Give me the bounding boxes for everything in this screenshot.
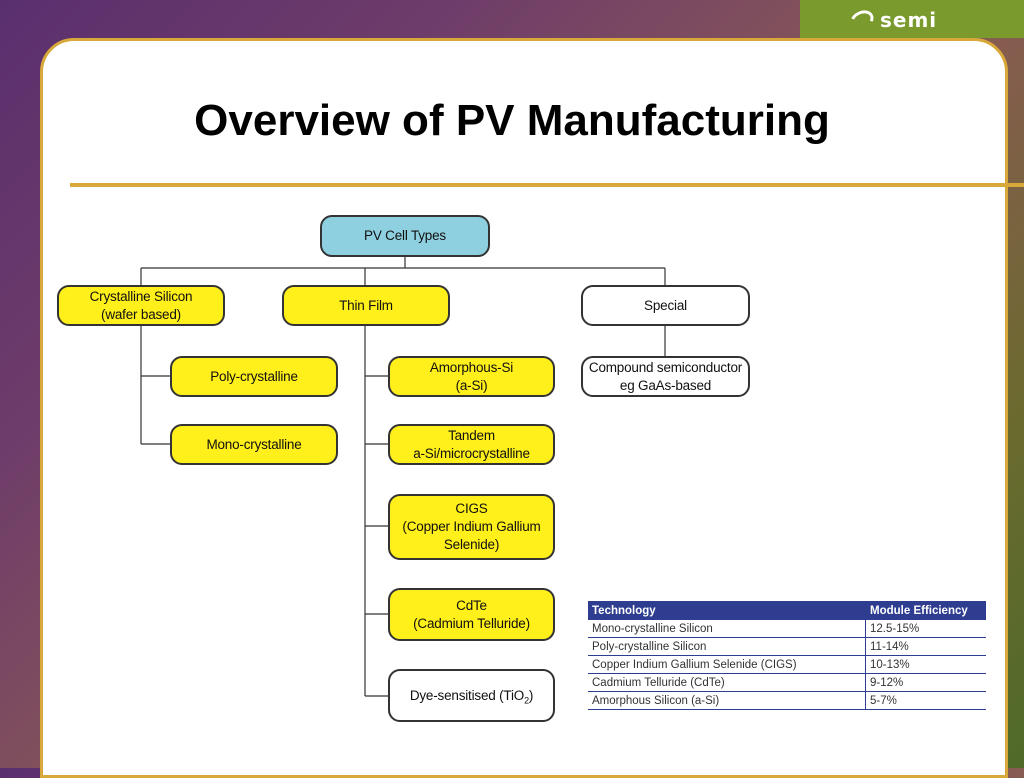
dye-label: Dye-sensitised (TiO2)	[409, 687, 534, 706]
semi-logo: semi	[847, 6, 938, 34]
node-crystalline-silicon: Crystalline Silicon (wafer based)	[57, 285, 225, 326]
node-cdte: CdTe (Cadmium Telluride)	[388, 588, 555, 641]
title-divider	[70, 183, 1024, 187]
cell-technology: Mono-crystalline Silicon	[588, 620, 866, 638]
cell-efficiency: 9-12%	[865, 673, 986, 692]
cell-efficiency: 10-13%	[865, 655, 986, 674]
logo-text: semi	[880, 8, 938, 32]
table-row: Poly-crystalline Silicon 11-14%	[588, 637, 986, 656]
node-thin-film: Thin Film	[282, 285, 450, 326]
logo-bar	[800, 0, 1024, 38]
cell-technology: Poly-crystalline Silicon	[588, 637, 866, 656]
node-poly-crystalline: Poly-crystalline	[170, 356, 338, 397]
cell-technology: Copper Indium Gallium Selenide (CIGS)	[588, 655, 866, 674]
table-row: Copper Indium Gallium Selenide (CIGS) 10…	[588, 655, 986, 674]
header-technology: Technology	[588, 601, 866, 620]
node-compound-semiconductor: Compound semiconductor eg GaAs-based	[581, 356, 750, 397]
node-dye-sensitised: Dye-sensitised (TiO2)	[388, 669, 555, 722]
cell-efficiency: 12.5-15%	[865, 620, 986, 638]
node-pv-cell-types: PV Cell Types	[320, 215, 490, 257]
node-amorphous-si: Amorphous-Si (a-Si)	[388, 356, 555, 397]
cell-efficiency: 5-7%	[865, 691, 986, 710]
dye-label-subscript: 2	[524, 695, 529, 706]
node-cigs: CIGS (Copper Indium Gallium Selenide)	[388, 494, 555, 560]
node-special: Special	[581, 285, 750, 326]
dye-label-text: Dye-sensitised (TiO	[409, 687, 525, 703]
dye-label-close: )	[528, 687, 534, 703]
node-mono-crystalline: Mono-crystalline	[170, 424, 338, 465]
module-efficiency-table: Technology Module Efficiency Mono-crysta…	[588, 601, 986, 710]
cell-technology: Cadmium Telluride (CdTe)	[588, 673, 866, 692]
node-tandem: Tandem a-Si/microcrystalline	[388, 424, 555, 465]
table-row: Mono-crystalline Silicon 12.5-15%	[588, 620, 986, 638]
header-module-efficiency: Module Efficiency	[865, 601, 986, 620]
table-row: Amorphous Silicon (a-Si) 5-7%	[588, 691, 986, 710]
table-header-row: Technology Module Efficiency	[588, 601, 986, 620]
cell-technology: Amorphous Silicon (a-Si)	[588, 691, 866, 710]
slide-title: Overview of PV Manufacturing	[194, 96, 830, 145]
cell-efficiency: 11-14%	[865, 637, 986, 656]
table-row: Cadmium Telluride (CdTe) 9-12%	[588, 673, 986, 692]
